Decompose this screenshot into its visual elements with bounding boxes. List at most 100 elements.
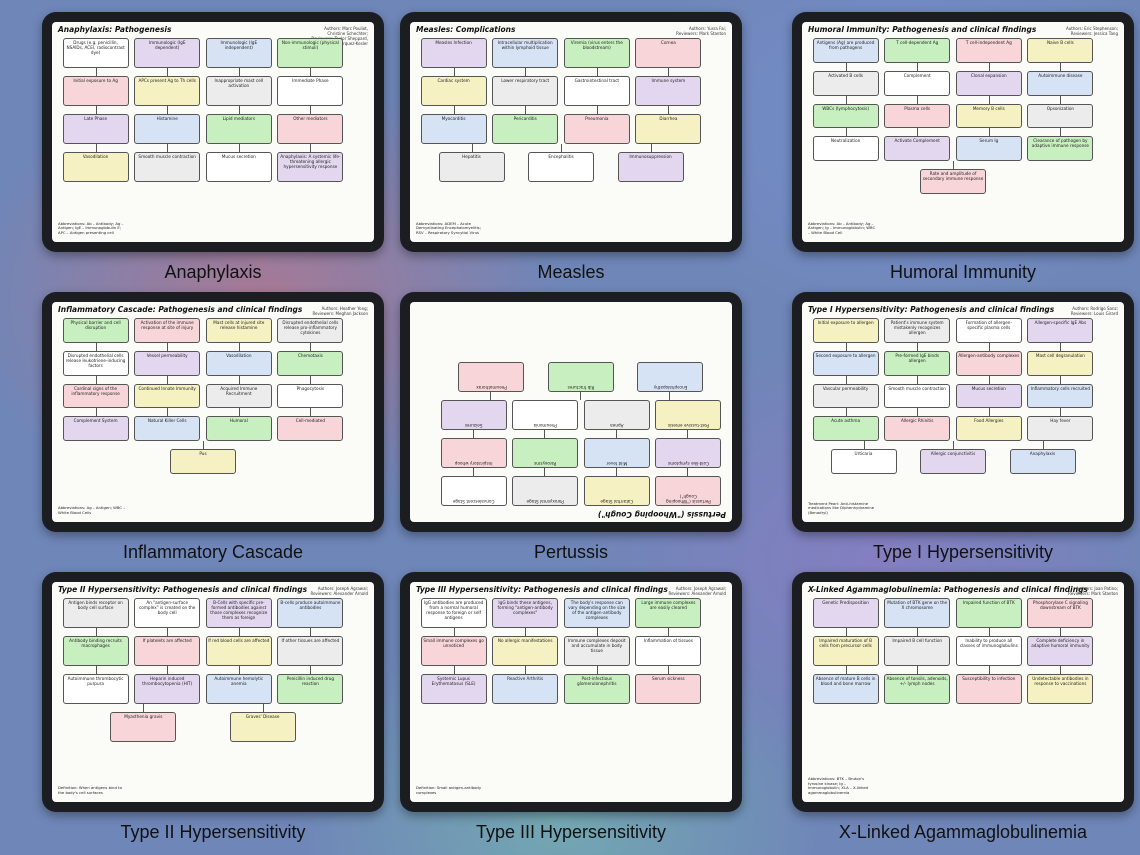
flow-connector (310, 144, 312, 152)
flow-node: T cell-independent Ag (955, 38, 1022, 63)
flow-connector (238, 628, 240, 636)
flow-node: Impaired B cell function (884, 636, 951, 666)
flow-node: Allergic conjunctivitis (920, 449, 986, 474)
flow-connector (167, 68, 169, 76)
flow-connector (1060, 62, 1062, 71)
flow-connector (650, 144, 652, 152)
tablet-frame: Humoral Immunity: Pathogenesis and clini… (792, 12, 1134, 252)
tablet-frame: Pertussis ("Whooping Cough")Pertussis ("… (400, 292, 742, 532)
flow-connector (167, 628, 169, 636)
flow-connector (167, 375, 169, 384)
flow-connector (1060, 628, 1062, 636)
flow-connector (95, 68, 97, 76)
flow-node: Graves' Disease (229, 712, 296, 742)
flow-connector (95, 342, 97, 351)
flow-node: Post-infectious glomerulonephritis (563, 674, 630, 704)
flow-node: Inappropriate mast cell activation (205, 76, 272, 106)
abbreviations-note: Abbreviations: ADEM – Acute Demyelinatin… (416, 220, 481, 236)
flow-node: Immunologic (IgE independent) (205, 38, 272, 68)
flow-node: Myocarditis (420, 114, 487, 144)
flow-node: Activated B cells (812, 70, 879, 96)
flow-node: If other tissues are affected (277, 636, 344, 666)
abbreviations-note: Definition: Small antigen-antibody compl… (416, 785, 482, 796)
flow-node: Neutralization (812, 136, 879, 162)
tile-caption: Type II Hypersensitivity (120, 822, 306, 842)
tile-caption: Measles (537, 262, 605, 282)
flow-connector (95, 628, 97, 636)
flow-node: Heparin induced thrombocytopenia (HIT) (134, 674, 201, 704)
flow-node: Intracellular multiplication within lymp… (492, 38, 559, 68)
flow-node: Autoimmune thrombocytic purpura (62, 674, 129, 704)
flow-connector (615, 468, 617, 476)
flow-node: Naive B cells (1027, 38, 1094, 63)
flow-connector (143, 704, 145, 712)
flow-node: If platelets are affected (134, 636, 201, 666)
flow-connector (95, 666, 97, 674)
abbreviations-note: Abbreviations: Ag – Antigen; WBC – White… (58, 505, 126, 516)
flow-connector (310, 106, 312, 114)
flow-connector (525, 68, 527, 76)
sheet-title: Type III Hypersensitivity: Pathogenesis … (416, 585, 668, 594)
flow-connector (238, 342, 240, 351)
flow-node: Small immune complexes go unnoticed (420, 636, 487, 666)
flow-node: Complement System (62, 416, 129, 442)
flow-node: Initial exposure to Ag (62, 76, 129, 106)
flow-node: Anaphylaxis: A systemic life-threatening… (277, 152, 344, 182)
flow-connector (95, 144, 97, 152)
flow-node: Absence of mature B cells in blood and b… (812, 674, 879, 704)
flow-node: APCs present Ag to Th cells (134, 76, 201, 106)
flow-connector (988, 408, 990, 417)
flow-node: Antibody binding recruits macrophages (62, 636, 129, 666)
flow-connector (262, 704, 264, 712)
flow-node: Impaired function of BTK (955, 598, 1022, 628)
flow-connector (310, 408, 312, 417)
tile-type2: Type II Hypersensitivity: Pathogenesis a… (42, 572, 384, 847)
flow-node: Undetectable antibodies in response to v… (1027, 674, 1094, 704)
flow-node: Vasodilation (205, 350, 272, 376)
flow-connector (490, 392, 492, 400)
flow-node: Vasodilation (62, 152, 129, 182)
tablet-screen: Type II Hypersensitivity: Pathogenesis a… (52, 582, 374, 802)
flow-connector (596, 68, 598, 76)
flow-connector (917, 62, 919, 71)
flow-connector (988, 128, 990, 137)
flow-node: Urticaria (830, 449, 897, 474)
flow-connector (615, 430, 617, 438)
flow-node: Pericarditis (492, 114, 559, 144)
flow-connector (988, 375, 990, 384)
sheet-authors: Authors: Rodrigo Sanz; Reviewers: Louis … (1070, 306, 1118, 316)
flow-node: Serum Ig (955, 136, 1022, 162)
flow-node: Rib fractures (548, 362, 614, 392)
flow-connector (1042, 441, 1044, 450)
flow-connector (238, 144, 240, 152)
sheet-title: Type II Hypersensitivity: Pathogenesis a… (58, 585, 308, 594)
flow-node: Inability to produce all classes of immu… (955, 636, 1022, 666)
flow-node: Immediate Phase (277, 76, 344, 106)
abbreviations-note: Treatment Pearl: Anti-histamine medicati… (808, 500, 875, 516)
flow-node: Complement (884, 70, 951, 96)
abbreviations-note: Abbreviations: Ab – Antibody; Ag – Antig… (808, 220, 876, 236)
flow-connector (596, 666, 598, 674)
flow-node: Mild fever (583, 438, 650, 468)
flow-connector (167, 408, 169, 417)
flow-node: Humoral (205, 416, 272, 442)
flow-node: An "antigen-surface complex" is created … (134, 598, 201, 628)
flow-node: Allergic Rhinitis (884, 416, 951, 442)
flow-node: Seizures (440, 400, 507, 430)
flow-node: Myasthenia gravis (110, 712, 177, 742)
flow-node: Immune complexes deposit and accumulate … (563, 636, 630, 666)
sheet-title: X-Linked Agammaglobulinemia: Pathogenesi… (808, 585, 1088, 594)
tile-caption: Pertussis (533, 542, 609, 562)
flow-node: Antigens (Ag) are produced from pathogen… (812, 38, 879, 63)
flow-connector (687, 430, 689, 438)
tile-inflammatory: Inflammatory Cascade: Pathogenesis and c… (42, 292, 384, 567)
flow-node: Natural Killer Cells (134, 416, 201, 442)
flow-connector (525, 106, 527, 114)
flow-node: Immunologic (IgE dependent) (134, 38, 201, 68)
flow-node: Absence of tonsils, adenoids, +/- lymph … (884, 674, 951, 704)
flow-node: Phagocytosis (277, 383, 344, 409)
flow-connector (95, 106, 97, 114)
flow-node: Reactive Arthritis (492, 674, 559, 704)
flow-node: Mast cell degranulation (1027, 350, 1094, 376)
